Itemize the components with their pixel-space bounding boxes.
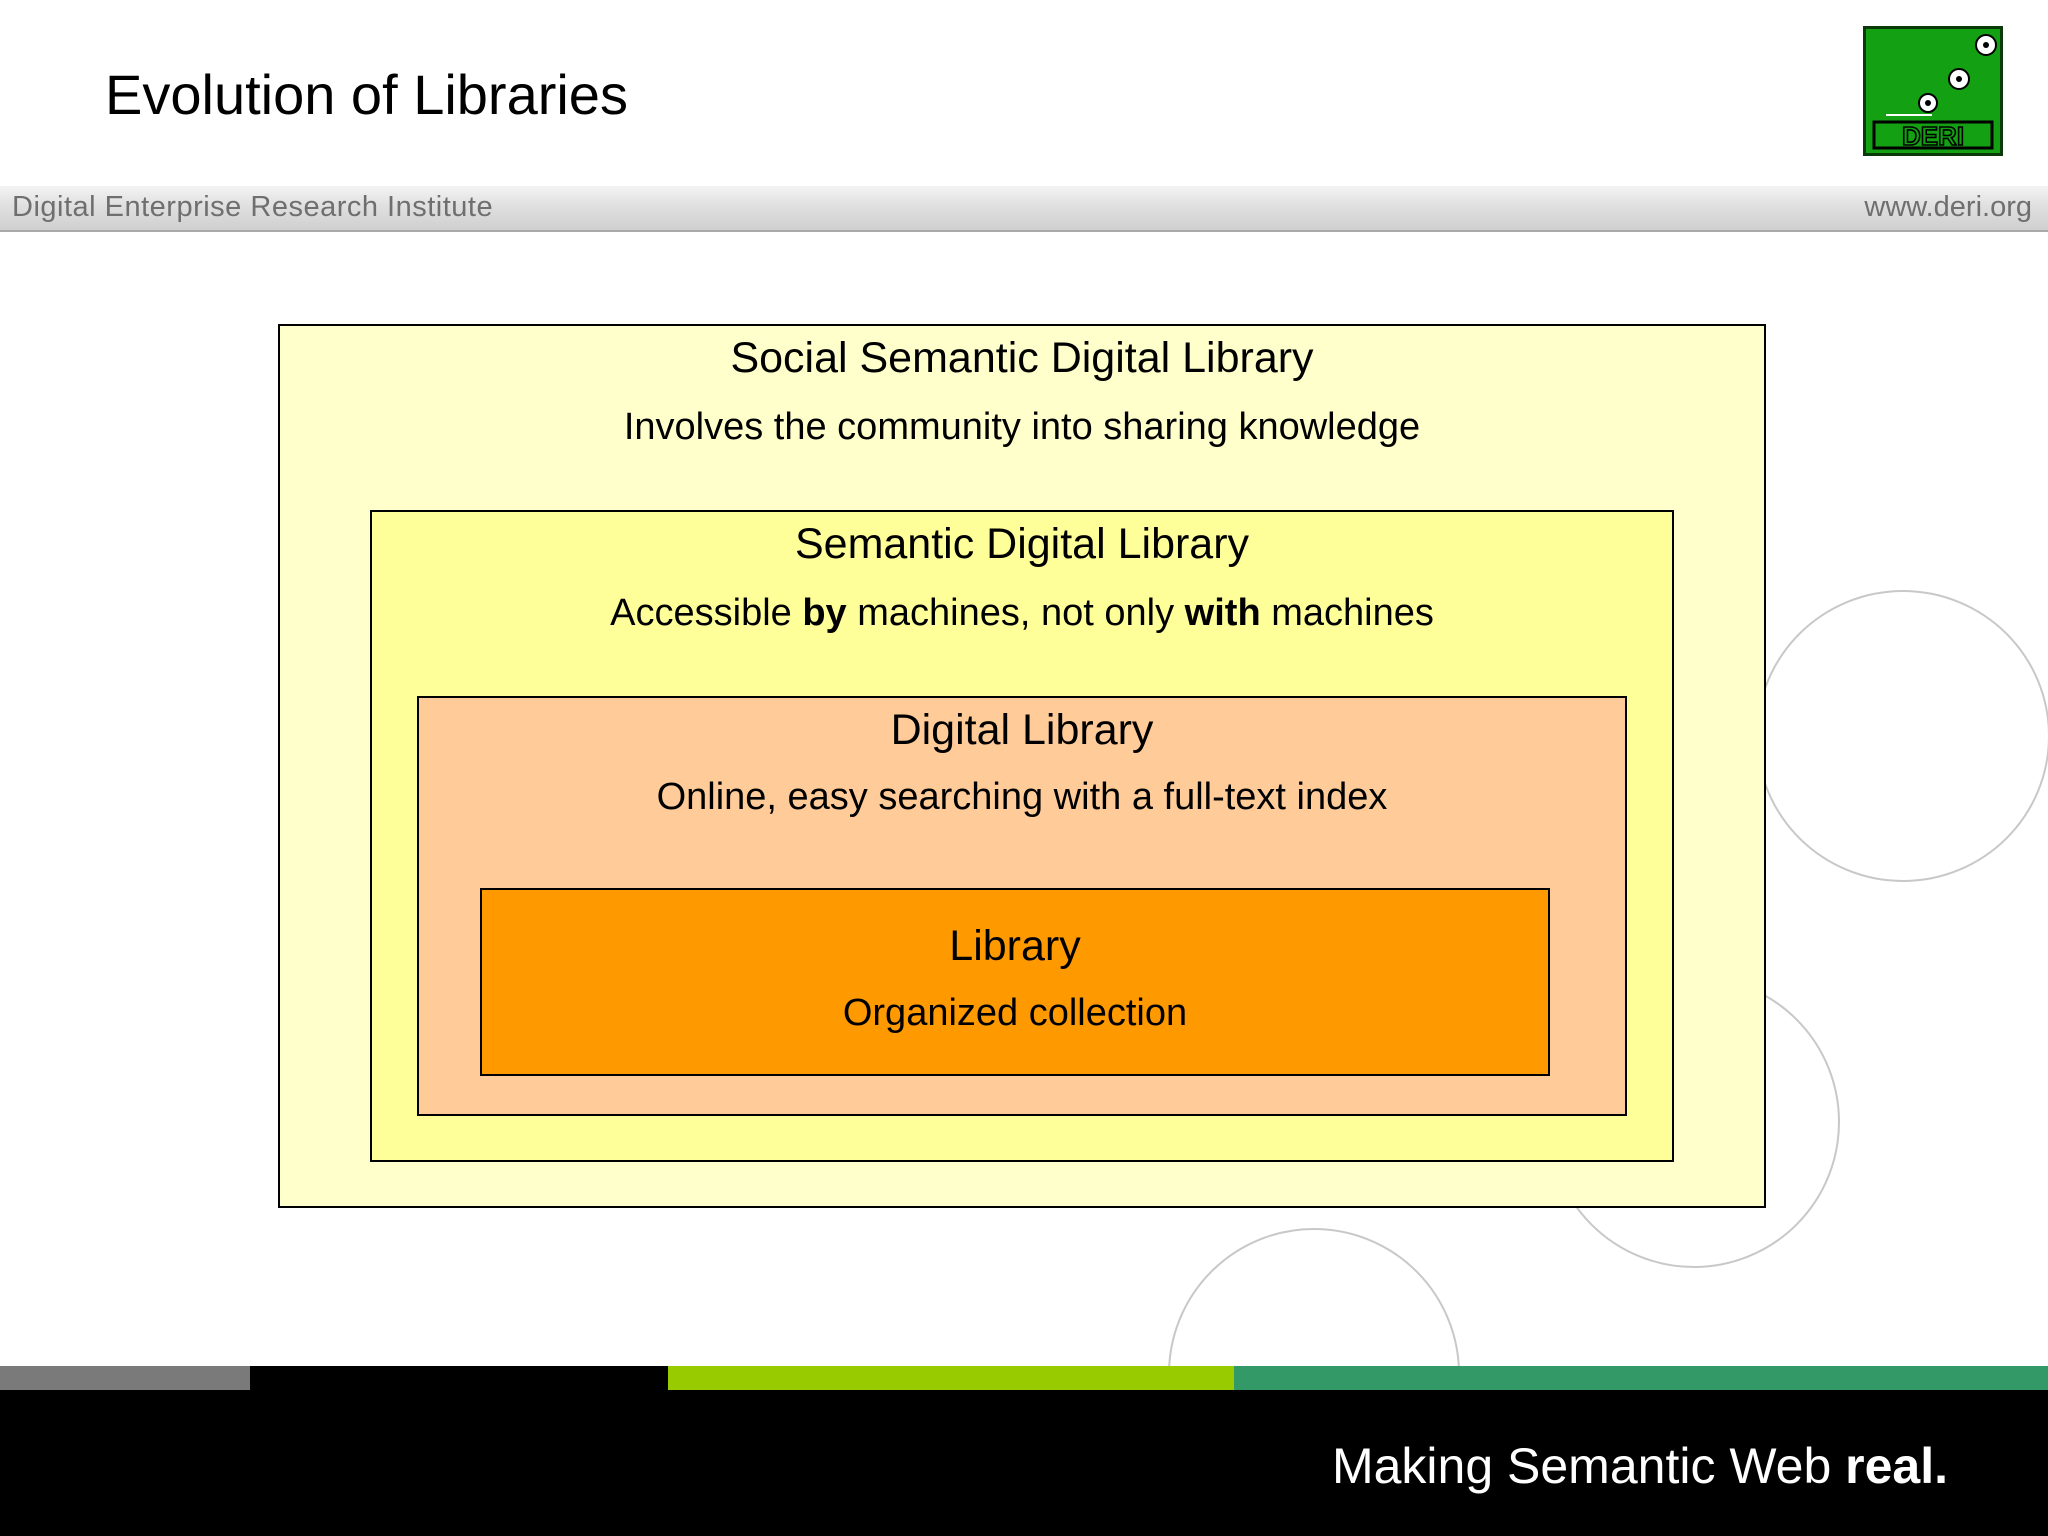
description-emphasis-with: with [1184, 592, 1261, 634]
box-title: Social Semantic Digital Library [730, 334, 1314, 382]
banner-website-link[interactable]: www.deri.org [1864, 191, 2032, 223]
box-title: Library [949, 922, 1081, 970]
header-banner [0, 186, 2048, 232]
footer-slogan: Making Semantic Web real. [1332, 1437, 1948, 1495]
slogan-bold: real. [1845, 1438, 1948, 1494]
description-emphasis-by: by [802, 592, 847, 634]
description-part: machines [1260, 592, 1434, 634]
footer-color-bar [0, 1366, 250, 1390]
footer-color-bar [668, 1366, 1234, 1390]
box-description: Involves the community into sharing know… [623, 406, 1421, 448]
banner-institute-name: Digital Enterprise Research Institute [12, 191, 494, 223]
footer-color-bar [250, 1366, 668, 1390]
box-description: Accessible by machines, not only with ma… [372, 592, 1672, 635]
slogan-regular: Making Semantic Web [1331, 1438, 1846, 1494]
description-part: machines, not only [846, 592, 1185, 634]
footer-color-bar [1234, 1366, 2048, 1390]
box-description: Online, easy searching with a full-text … [656, 776, 1388, 818]
box-title: Digital Library [890, 706, 1154, 754]
deri-logo-icon: DERI [1863, 26, 2003, 156]
decorative-circle [1756, 590, 2048, 882]
description-part: Accessible [610, 592, 803, 634]
logo-text: DERI [1902, 121, 1964, 151]
library-box: Library Organized collection [480, 888, 1550, 1076]
footer [0, 1366, 2048, 1536]
box-description: Organized collection [842, 992, 1188, 1034]
box-title: Semantic Digital Library [794, 520, 1250, 568]
page-title: Evolution of Libraries [105, 63, 628, 126]
